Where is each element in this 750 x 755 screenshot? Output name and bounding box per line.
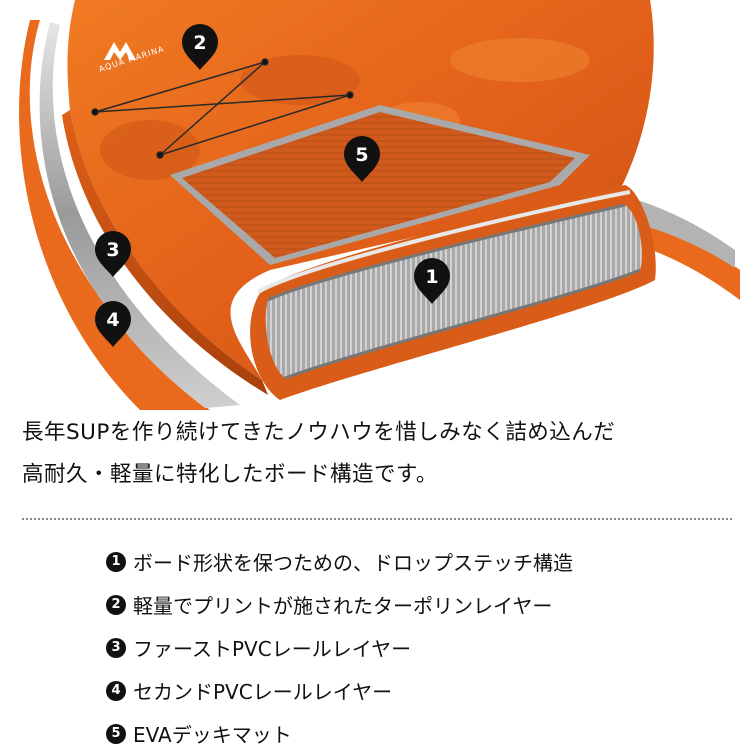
number-badge-icon: 5 <box>106 723 126 744</box>
number-badge-icon: 4 <box>106 680 126 701</box>
feature-item-2: 2 軽量でプリントが施されたターポリンレイヤー <box>106 583 573 626</box>
marker-4: 4 <box>95 301 131 347</box>
marker-5: 5 <box>344 136 380 182</box>
marker-2: 2 <box>182 24 218 70</box>
number-badge-icon: 1 <box>106 551 126 572</box>
feature-text: ボード形状を保つための、ドロップステッチ構造 <box>133 551 573 575</box>
map-pin-icon <box>344 136 380 182</box>
feature-text: 軽量でプリントが施されたターポリンレイヤー <box>133 594 553 618</box>
feature-item-1: 1 ボード形状を保つための、ドロップステッチ構造 <box>106 540 573 583</box>
dotted-divider <box>22 518 732 520</box>
eva-deck-mat <box>170 105 590 265</box>
feature-text: ファーストPVCレールレイヤー <box>133 637 412 661</box>
map-pin-icon <box>95 231 131 277</box>
board-cross-section-illustration: AQUA MARINA 1 2 3 4 5 <box>19 0 740 410</box>
svg-text:3: 3 <box>106 239 119 261</box>
svg-text:2: 2 <box>193 32 206 54</box>
marker-1: 1 <box>414 258 450 304</box>
drop-stitch-core <box>257 190 642 380</box>
feature-text: セカンドPVCレールレイヤー <box>133 680 393 704</box>
map-pin-icon <box>414 258 450 304</box>
feature-item-5: 5 EVAデッキマット <box>106 712 573 755</box>
feature-item-4: 4 セカンドPVCレールレイヤー <box>106 669 573 712</box>
svg-text:4: 4 <box>106 309 119 331</box>
intro-text: 長年SUPを作り続けてきたノウハウを惜しみなく詰め込んだ 高耐久・軽量に特化した… <box>22 412 732 496</box>
bungee-cords <box>91 58 354 159</box>
feature-text: EVAデッキマット <box>133 723 292 747</box>
mountain-logo-icon <box>104 42 136 60</box>
number-badge-icon: 3 <box>106 637 126 658</box>
feature-item-3: 3 ファーストPVCレールレイヤー <box>106 626 573 669</box>
intro-line-1: 長年SUPを作り続けてきたノウハウを惜しみなく詰め込んだ <box>22 420 616 445</box>
svg-text:1: 1 <box>425 266 438 288</box>
feature-list: 1 ボード形状を保つための、ドロップステッチ構造 2 軽量でプリントが施されたタ… <box>106 540 573 755</box>
intro-line-2: 高耐久・軽量に特化したボード構造です。 <box>22 462 438 487</box>
number-badge-icon: 2 <box>106 594 126 615</box>
map-pin-icon <box>182 24 218 70</box>
marker-3: 3 <box>95 231 131 277</box>
svg-text:5: 5 <box>355 144 368 166</box>
map-pin-icon <box>95 301 131 347</box>
